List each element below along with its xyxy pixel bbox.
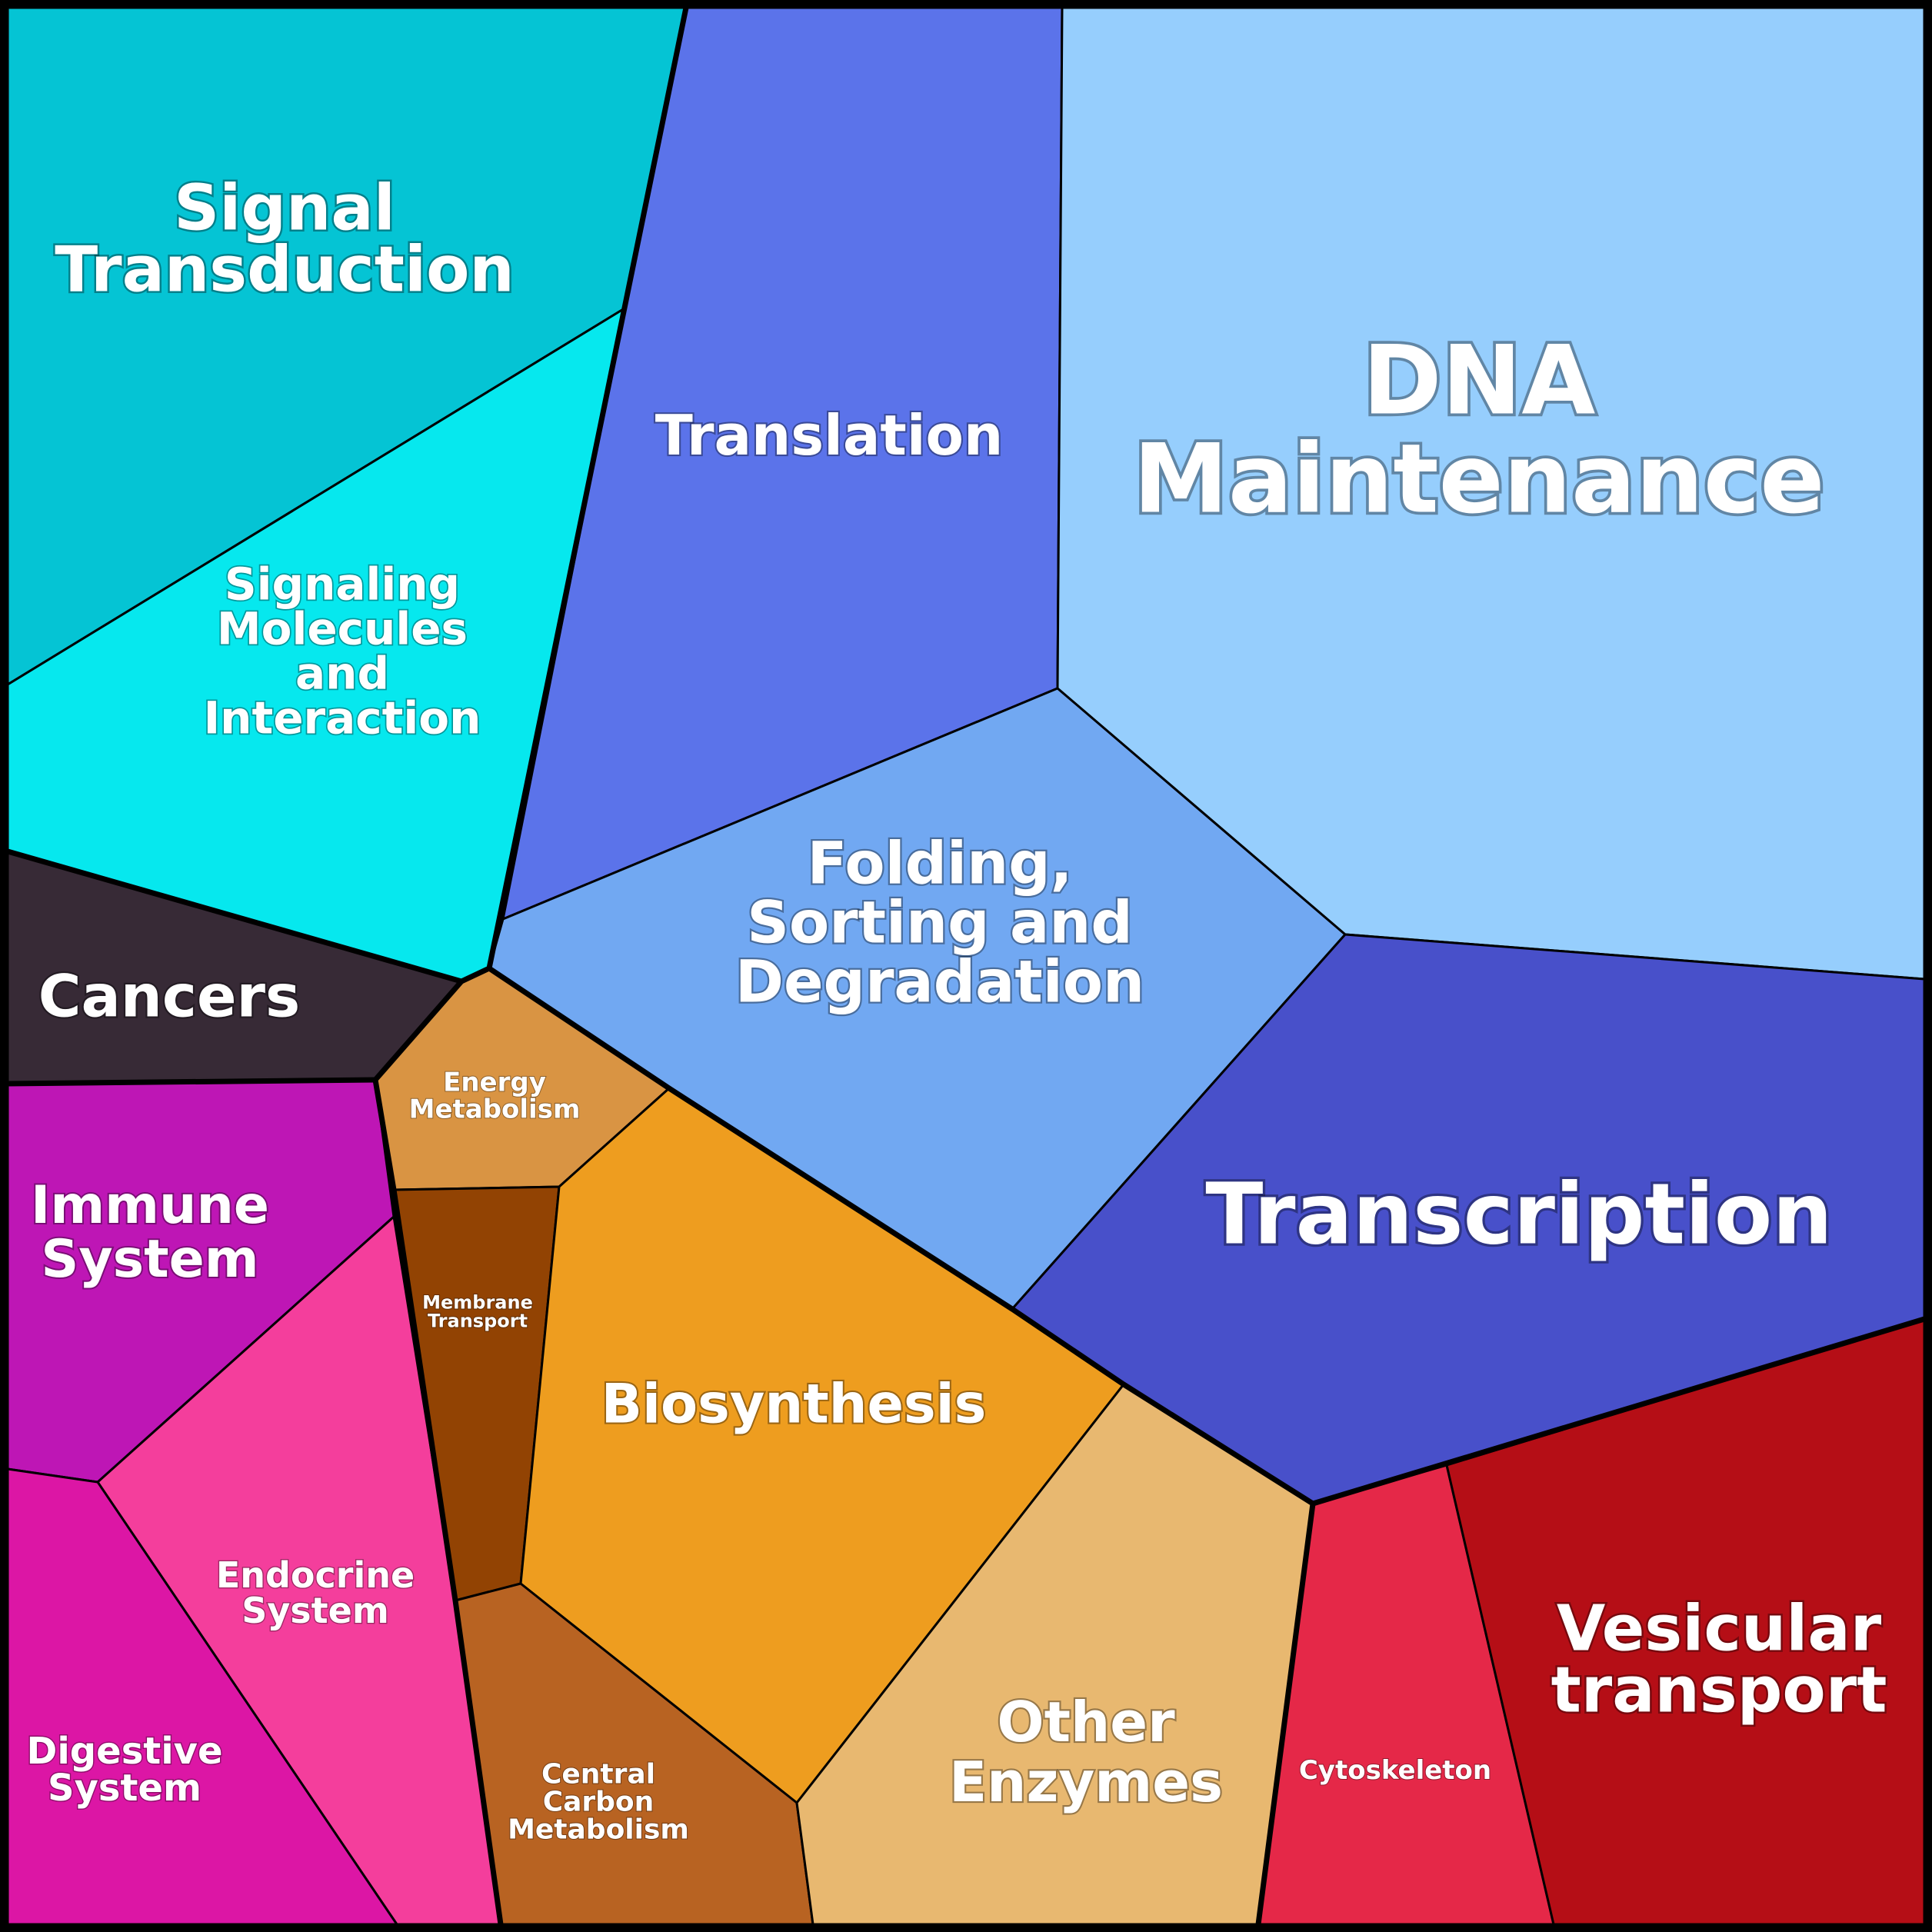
transcription-label: Transcription: [1205, 1165, 1832, 1264]
cancers-label: Cancers: [38, 962, 300, 1031]
biosynthesis-label: Biosynthesis: [601, 1373, 987, 1436]
cytoskeleton-label: Cytoskeleton: [1299, 1755, 1491, 1786]
translation-label: Translation: [655, 403, 1004, 468]
group-border: [7, 848, 462, 984]
group-border: [1311, 1316, 1926, 1507]
group-border: [7, 1077, 376, 1087]
group-border: [488, 966, 1316, 1925]
